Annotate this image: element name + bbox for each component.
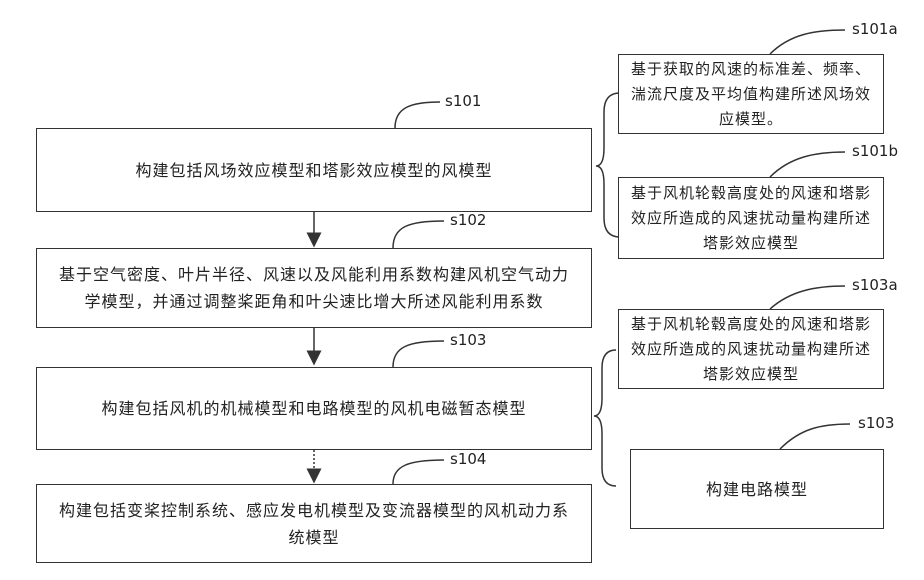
leader-s101	[395, 102, 440, 128]
label-s101b: s101b	[852, 142, 898, 160]
substep-box-s101a: 基于获取的风速的标准差、频率、湍流尺度及平均值构建所述风场效应模型。	[618, 54, 884, 134]
label-s104: s104	[450, 450, 486, 468]
label-s103-sub: s103	[858, 414, 894, 432]
label-s102: s102	[450, 211, 486, 229]
step-box-s101: 构建包括风场效应模型和塔影效应模型的风模型	[36, 128, 592, 212]
leader-s102	[393, 221, 444, 248]
leader-s101a	[770, 30, 845, 54]
substep-box-s103a: 基于风机轮毂高度处的风速和塔影效应所造成的风速扰动量构建所述塔影效应模型	[618, 309, 884, 389]
leader-s103	[393, 341, 444, 367]
label-s103: s103	[450, 331, 486, 349]
brace-s103	[594, 350, 616, 486]
brace-s101	[596, 93, 620, 237]
label-s101: s101	[445, 92, 481, 110]
leader-s104	[393, 460, 444, 484]
step-box-s104: 构建包括变桨控制系统、感应发电机模型及变流器模型的风机动力系统模型	[36, 484, 592, 563]
step-box-s102: 基于空气密度、叶片半径、风速以及风能利用系数构建风机空气动力学模型，并通过调整桨…	[36, 248, 592, 328]
substep-box-s103-sub: 构建电路模型	[630, 449, 884, 529]
leader-s103a	[770, 286, 845, 309]
label-s103a: s103a	[852, 276, 898, 294]
substep-box-s101b: 基于风机轮毂高度处的风速和塔影效应所造成的风速扰动量构建所述塔影效应模型	[618, 177, 884, 259]
leader-s101b	[770, 152, 845, 177]
leader-s103-sub	[780, 424, 850, 449]
step-box-s103: 构建包括风机的机械模型和电路模型的风机电磁暂态模型	[36, 367, 592, 450]
label-s101a: s101a	[852, 20, 898, 38]
